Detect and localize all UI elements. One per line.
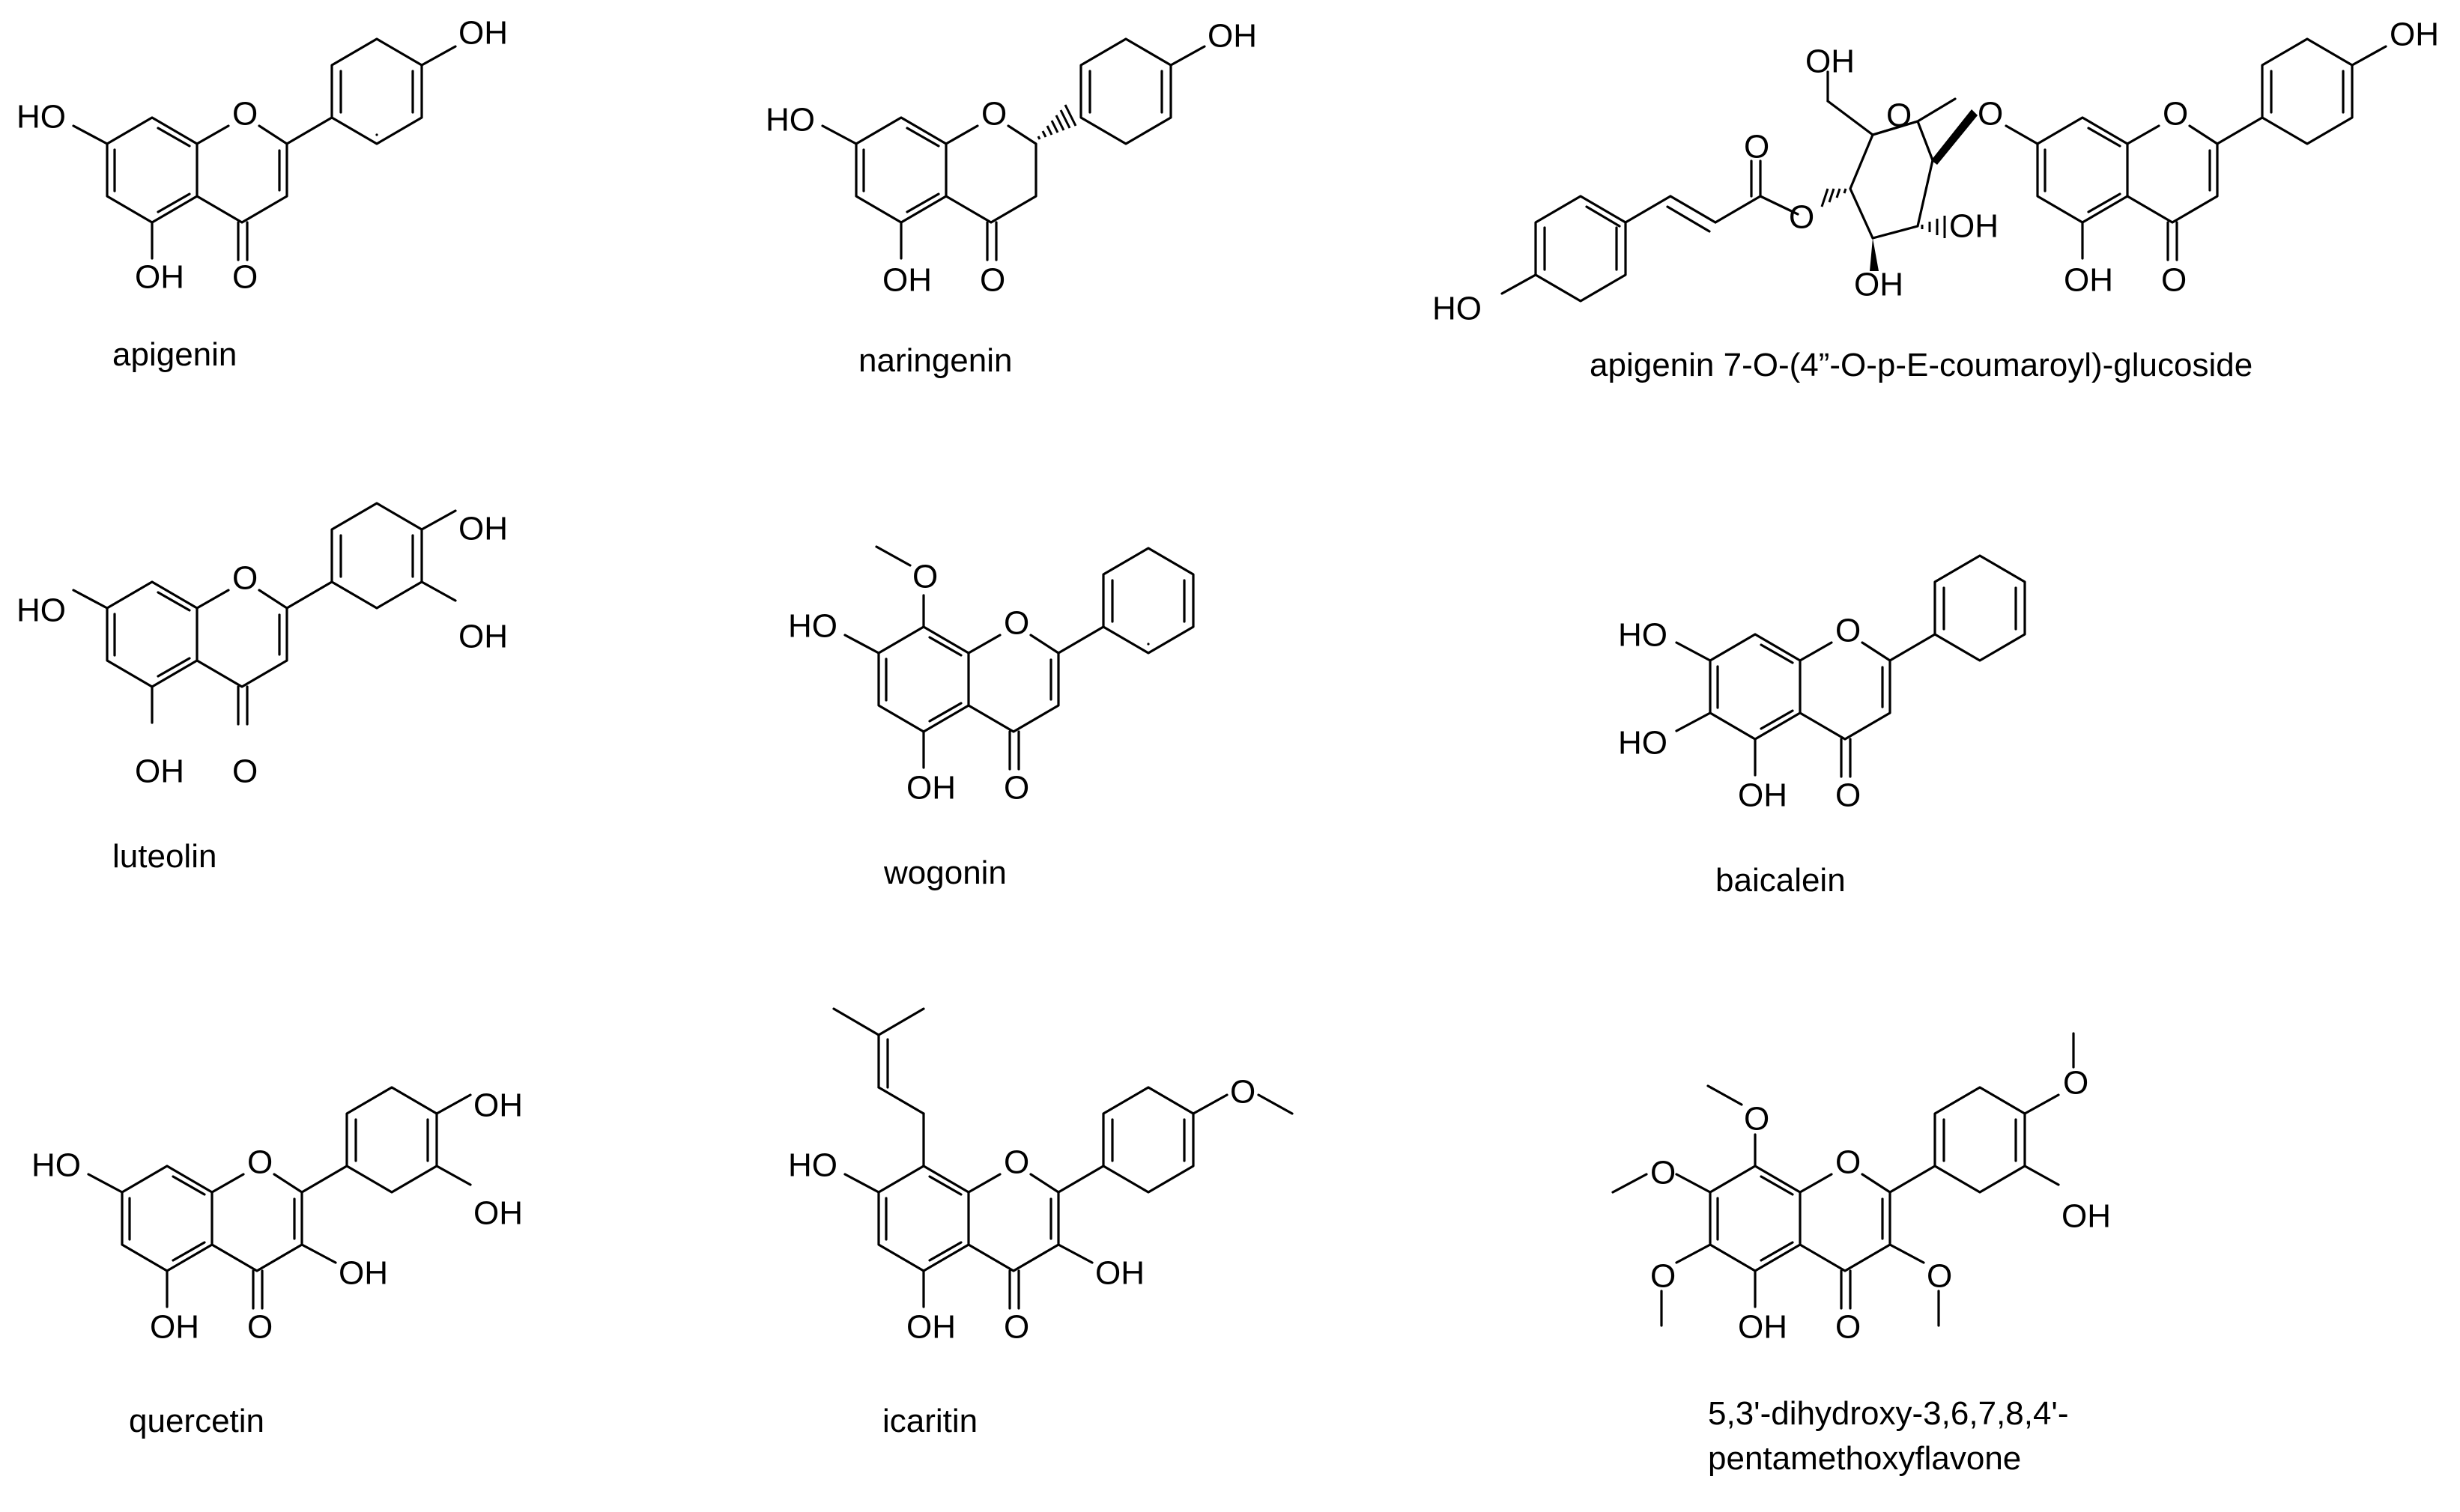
baicalein-7-oh-label: HO xyxy=(1618,617,1667,654)
wogonin-methoxy-o-label: O xyxy=(912,559,938,595)
wogonin-5-oh-label: OH xyxy=(906,770,956,807)
pmf-ring-o-label: O xyxy=(1835,1144,1861,1181)
luteolin-7-oh-label: HO xyxy=(16,592,66,629)
naringenin-4p-oh-label: OH xyxy=(1208,18,1257,55)
baicalein-keto-o-label: O xyxy=(1835,777,1861,814)
structure-apigenin-coumaroyl-glucoside: OH O O O O OH OH HO O OH OH O apigenin 7… xyxy=(1432,16,2439,384)
icaritin-methoxy-o-label: O xyxy=(1230,1074,1255,1111)
naringenin-5-oh-label: OH xyxy=(882,262,932,299)
glucoside-keto-o-label: O xyxy=(2161,262,2187,299)
glucoside-name: apigenin 7-O-(4”-O-p-E-coumaroyl)-glucos… xyxy=(1590,347,2253,383)
glucoside-anomeric-o-label: O xyxy=(1978,96,2003,133)
wogonin-name: wogonin xyxy=(883,854,1007,891)
pmf-6-methoxy-o-label: O xyxy=(1650,1258,1676,1295)
baicalein-name: baicalein xyxy=(1715,862,1846,899)
quercetin-3-oh-label: OH xyxy=(339,1255,388,1292)
pmf-name-line-2: pentamethoxyflavone xyxy=(1708,1440,2021,1477)
naringenin-7-oh-label: HO xyxy=(766,102,815,139)
luteolin-name: luteolin xyxy=(112,838,216,875)
quercetin-ring-o-label: O xyxy=(247,1144,273,1181)
quercetin-name: quercetin xyxy=(129,1403,264,1439)
luteolin-4p-oh-label: OH xyxy=(458,511,508,547)
quercetin-keto-o-label: O xyxy=(247,1309,273,1346)
pmf-3-methoxy-o-label: O xyxy=(1927,1258,1952,1295)
wogonin-keto-o-label: O xyxy=(1004,770,1029,807)
apigenin-ring-o-label: O xyxy=(232,96,258,133)
pmf-5-oh-label: OH xyxy=(1738,1309,1787,1346)
structure-luteolin: HO O OH OH OH O luteolin xyxy=(16,502,508,875)
baicalein-ring-o-label: O xyxy=(1835,613,1861,649)
structure-icaritin: HO O O OH OH O icaritin xyxy=(788,1007,1294,1439)
icaritin-name: icaritin xyxy=(882,1403,978,1439)
apigenin-7-oh-label: HO xyxy=(16,99,66,136)
icaritin-5-oh-label: OH xyxy=(906,1309,956,1346)
glucoside-2-oh-label: OH xyxy=(1949,208,1999,245)
structure-wogonin: O HO O OH O wogonin xyxy=(788,545,1195,891)
apigenin-keto-o-label: O xyxy=(232,259,258,296)
glucoside-carbonyl-o-label: O xyxy=(1744,129,1769,166)
pmf-4p-methoxy-o-label: O xyxy=(2063,1065,2088,1102)
icaritin-3-oh-label: OH xyxy=(1095,1255,1145,1292)
structure-apigenin: HO O OH OH O apigenin xyxy=(16,15,508,374)
pmf-7-methoxy-o-label: O xyxy=(1650,1155,1676,1191)
glucoside-ch2oh-label: OH xyxy=(1805,43,1855,80)
quercetin-5-oh-label: OH xyxy=(150,1309,199,1346)
pmf-keto-o-label: O xyxy=(1835,1309,1861,1346)
luteolin-5-oh-label: OH xyxy=(135,753,184,790)
glucoside-4p-oh-label: OH xyxy=(2390,16,2439,53)
glucoside-5-oh-label: OH xyxy=(2064,262,2113,299)
wogonin-7-oh-label: HO xyxy=(788,608,837,645)
structure-quercetin: HO O OH OH OH OH O quercetin xyxy=(31,1086,523,1439)
pmf-8-methoxy-o-label: O xyxy=(1744,1101,1769,1138)
apigenin-5-oh-label: OH xyxy=(135,259,184,296)
glucoside-3-oh-label: OH xyxy=(1854,267,1903,303)
glucoside-ester-o-label: O xyxy=(1789,199,1814,236)
icaritin-keto-o-label: O xyxy=(1004,1309,1029,1346)
luteolin-3p-oh-label: OH xyxy=(458,619,508,655)
naringenin-keto-o-label: O xyxy=(980,262,1005,299)
icaritin-ring-o-label: O xyxy=(1004,1144,1029,1181)
quercetin-4p-oh-label: OH xyxy=(473,1087,523,1124)
apigenin-4p-oh-label: OH xyxy=(458,15,508,52)
coumaroyl-ho-label: HO xyxy=(1432,291,1482,327)
pmf-3p-oh-label: OH xyxy=(2061,1198,2111,1235)
glucoside-apigenin-ring-o-label: O xyxy=(2163,96,2188,133)
naringenin-ring-o-label: O xyxy=(981,96,1007,133)
glucoside-ring-o-label: O xyxy=(1886,97,1912,134)
luteolin-keto-o-label: O xyxy=(232,753,258,790)
icaritin-7-oh-label: HO xyxy=(788,1147,837,1184)
luteolin-ring-o-label: O xyxy=(232,560,258,597)
apigenin-name: apigenin xyxy=(112,336,237,373)
quercetin-3p-oh-label: OH xyxy=(473,1195,523,1232)
baicalein-6-oh-label: HO xyxy=(1618,725,1667,762)
baicalein-5-oh-label: OH xyxy=(1738,777,1787,814)
structure-baicalein: HO O HO OH O baicalein xyxy=(1618,554,2026,899)
pmf-name-line-1: 5,3'-dihydroxy-3,6,7,8,4'- xyxy=(1708,1395,2069,1432)
quercetin-7-oh-label: HO xyxy=(31,1147,81,1184)
wogonin-ring-o-label: O xyxy=(1004,605,1029,642)
structure-naringenin: HO O OH OH O naringenin xyxy=(766,18,1257,380)
structure-pentamethoxyflavone: O O O O O O OH OH O 5,3'-dihydroxy-3,6,7… xyxy=(1611,1032,2111,1477)
naringenin-name: naringenin xyxy=(858,342,1013,379)
